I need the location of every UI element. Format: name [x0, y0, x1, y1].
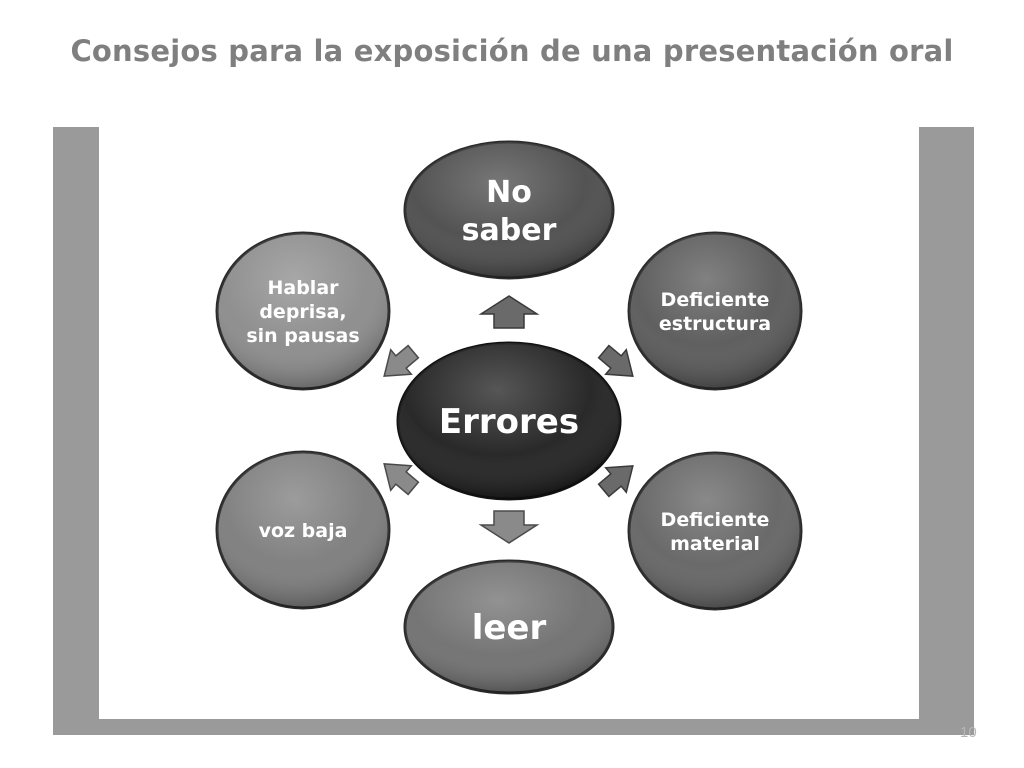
center-label: Errores — [439, 402, 579, 442]
node-deficiente-estructura-label: Deficiente — [661, 289, 770, 311]
node-deficiente-estructura-label: estructura — [659, 313, 771, 335]
node-hablar-deprisa-label: sin pausas — [246, 325, 359, 347]
node-hablar-deprisa-label: Hablar — [267, 277, 339, 299]
arrow-up — [478, 295, 540, 329]
slide-number: 10 — [960, 724, 977, 741]
arrow-up-left — [383, 344, 420, 377]
node-deficiente-material-label: material — [670, 533, 760, 555]
node-leer: leer — [403, 559, 615, 695]
arrow-down-left — [383, 463, 420, 496]
node-leer-label: leer — [472, 608, 547, 648]
node-voz-baja: voz baja — [215, 450, 391, 610]
node-voz-baja-label: voz baja — [259, 520, 348, 542]
arrow-down-right — [597, 465, 634, 498]
arrow-down — [478, 510, 540, 544]
slide-title: Consejos para la exposición de una prese… — [70, 34, 954, 68]
node-no-saber-label: saber — [462, 213, 557, 248]
node-no-saber-label: No — [486, 175, 532, 210]
arrow-up-right — [597, 344, 634, 377]
center-node: Errores — [396, 341, 622, 501]
node-hablar-deprisa-label: deprisa, — [259, 301, 346, 323]
node-deficiente-material-label: Deficiente — [661, 509, 770, 531]
